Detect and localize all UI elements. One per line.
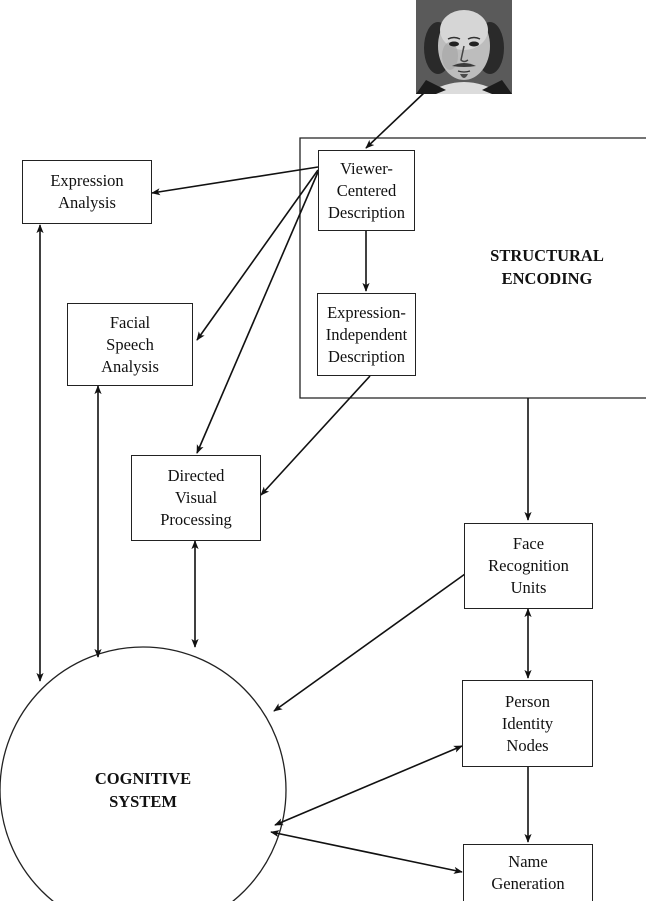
directed-visual-processing-box: Directed Visual Processing (131, 455, 261, 541)
person-identity-nodes-box: Person Identity Nodes (462, 680, 593, 767)
expression-analysis-label: Expression Analysis (50, 171, 124, 212)
person-identity-nodes-label: Person Identity Nodes (501, 691, 554, 755)
face-portrait-icon (416, 0, 512, 94)
viewer-centered-description-box: Viewer- Centered Description (318, 150, 415, 231)
arrow-viewer-to-facial-speech (196, 169, 319, 341)
directed-visual-processing-label: Directed Visual Processing (160, 466, 232, 529)
structural-encoding-label: STRUCTURAL ENCODING (490, 246, 604, 288)
expression-analysis-box: Expression Analysis (22, 160, 152, 224)
facial-speech-analysis-box: Facial Speech Analysis (67, 303, 193, 386)
arrow-portrait-to-viewer (365, 91, 426, 149)
arrow-pin-cognitive (274, 745, 463, 826)
face-recognition-units-box: Face Recognition Units (464, 523, 593, 609)
structural-encoding-region (299, 137, 646, 399)
name-generation-label: Name Generation (491, 852, 565, 893)
arrow-viewer-to-expression-analysis (151, 166, 319, 196)
arrow-viewer-to-directed-visual (196, 171, 319, 454)
facial-speech-analysis-label: Facial Speech Analysis (101, 312, 159, 376)
arrow-name-generation-cognitive (270, 830, 463, 874)
face-recognition-units-label: Face Recognition Units (488, 534, 569, 597)
cognitive-system-label: COGNITIVE SYSTEM (94, 769, 192, 811)
expression-independent-description-box: Expression- Independent Description (317, 293, 416, 376)
arrow-expression-independent-to-directed-visual (260, 375, 371, 496)
arrow-fru-to-cognitive (273, 573, 466, 712)
viewer-centered-description-label: Viewer- Centered Description (328, 158, 405, 222)
name-generation-box: Name Generation (463, 844, 593, 901)
expression-independent-description-label: Expression- Independent Description (325, 302, 408, 366)
